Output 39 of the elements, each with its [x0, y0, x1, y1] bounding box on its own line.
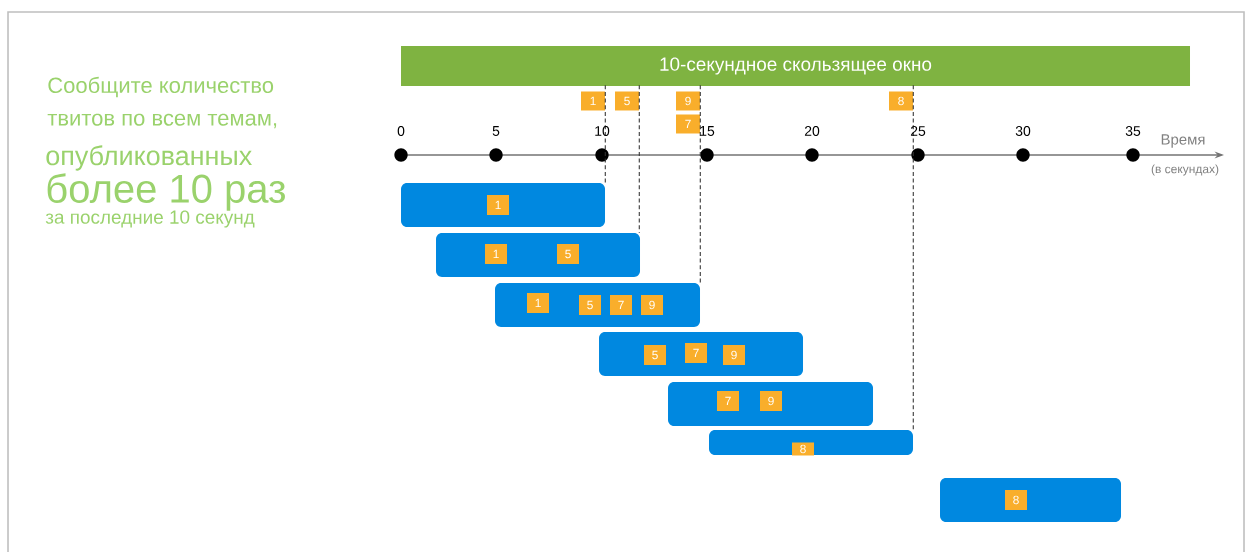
tick-label: 5 — [492, 126, 500, 136]
tick-label: 20 — [804, 126, 820, 136]
tweet-box: 5 — [579, 295, 601, 315]
dashed-line — [604, 84, 606, 184]
prompt-text: твитов по всем темам, — [47, 113, 277, 129]
axis-title: Время — [1161, 134, 1205, 148]
tweet-box: 5 — [557, 244, 579, 264]
tweet-box: 7 — [610, 295, 632, 315]
tweet-box: 1 — [581, 91, 605, 111]
tweet-box: 8 — [792, 442, 814, 456]
tweet-box: 7 — [717, 391, 739, 411]
prompt-text: опубликованных — [46, 145, 252, 171]
tick-label: 0 — [397, 126, 405, 136]
dashed-line — [638, 84, 640, 234]
tweet-box: 5 — [615, 91, 639, 111]
tweet-box: 9 — [641, 295, 663, 315]
tweet-box: 9 — [676, 91, 700, 111]
dashed-line — [912, 84, 914, 431]
prompt-text: Сообщите количество — [48, 76, 274, 98]
axis-unit: (в секундах) — [1151, 164, 1219, 176]
tweet-box: 7 — [676, 114, 700, 134]
tweet-box: 7 — [685, 343, 707, 363]
tick-label: 30 — [1015, 126, 1031, 136]
tweet-box: 9 — [723, 345, 745, 365]
tweet-box: 9 — [760, 391, 782, 411]
prompt-text: более 10 раз — [47, 173, 285, 211]
tick-label: 10 — [595, 126, 610, 136]
tweet-box: 1 — [487, 195, 509, 215]
window-banner: 10-секундное скользящее окно — [401, 46, 1190, 86]
tick-label: 35 — [1125, 126, 1141, 136]
tick-label: 15 — [700, 126, 715, 136]
tweet-box: 1 — [485, 244, 507, 264]
tick-label: 25 — [910, 126, 926, 136]
prompt-text: за последние 10 секунд — [45, 210, 255, 228]
tweet-box: 8 — [889, 91, 913, 111]
tweet-box: 5 — [644, 345, 666, 365]
tweet-box: 1 — [527, 293, 549, 313]
tweet-box: 8 — [1005, 490, 1027, 510]
dashed-line — [699, 84, 701, 284]
